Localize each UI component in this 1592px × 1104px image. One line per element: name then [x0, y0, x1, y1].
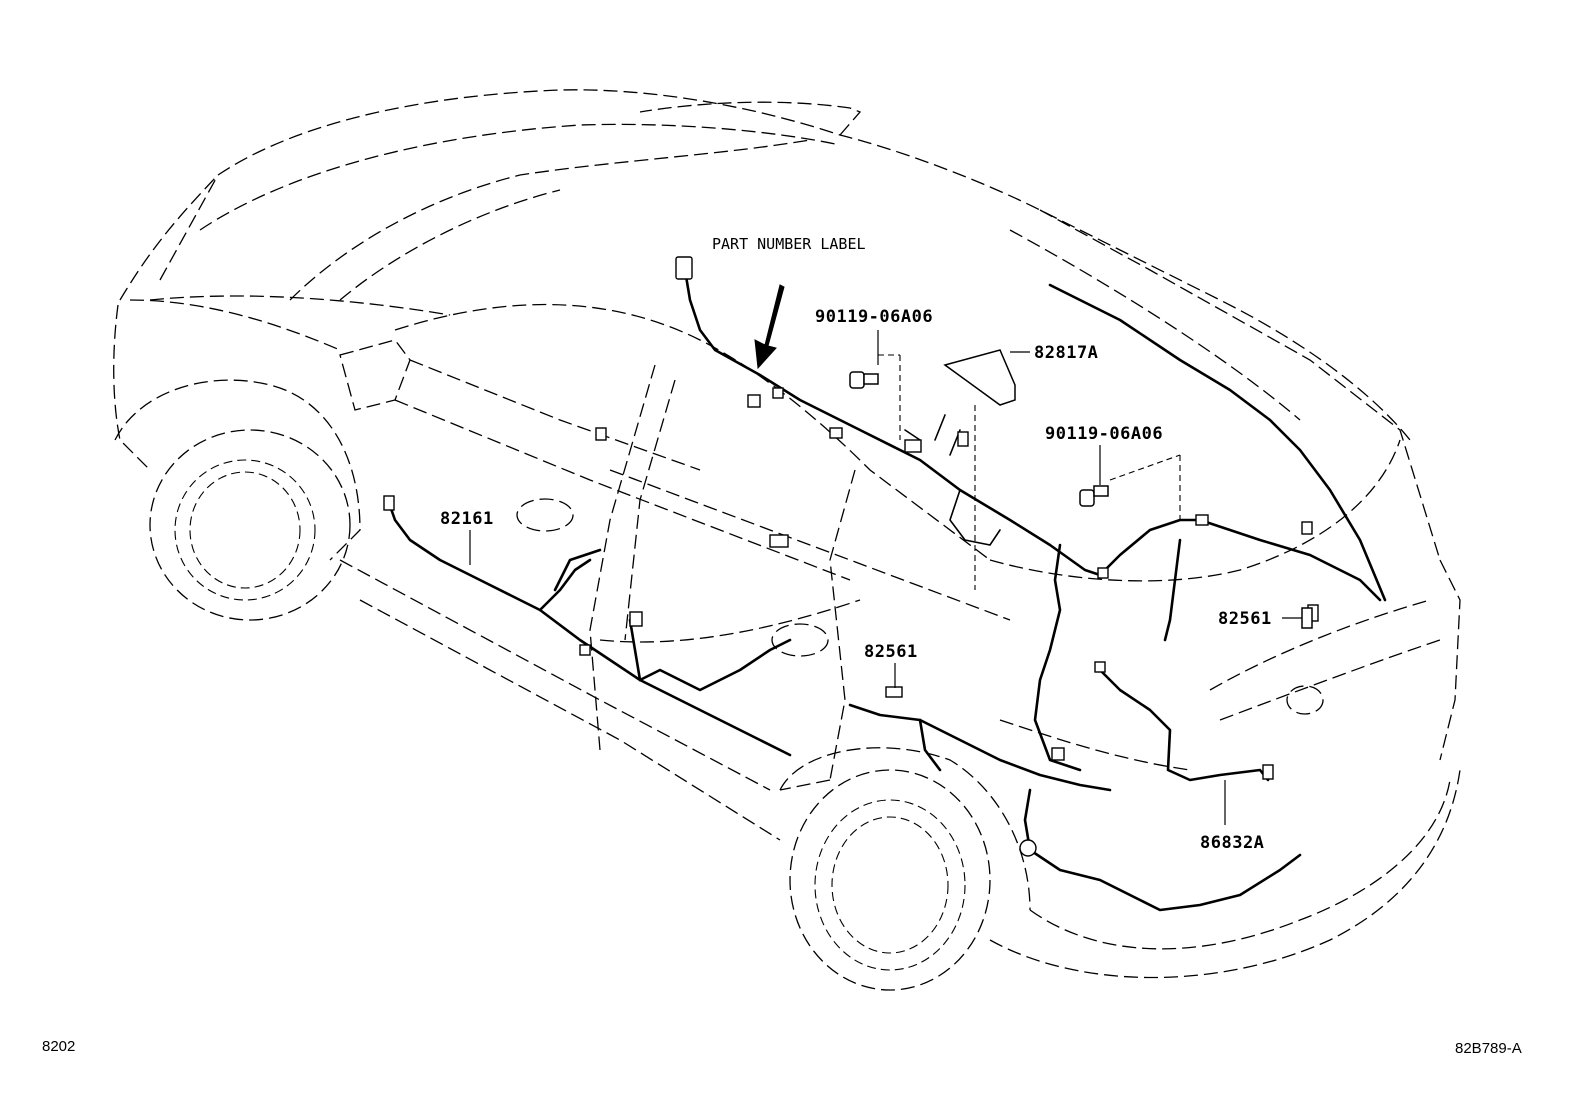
callout-clamp-center: 82561	[864, 642, 918, 662]
cover-82817A	[943, 349, 1016, 406]
callout-leaders	[469, 284, 1302, 825]
callout-part-number-label: PART NUMBER LABEL	[712, 235, 866, 253]
callout-wire-floor: 82161	[440, 509, 494, 529]
part-number-label-arrow	[754, 284, 785, 370]
roof-wire-harness	[675, 256, 1387, 622]
callout-wire-rear: 86832A	[1200, 833, 1264, 853]
callout-bolt-rear: 90119-06A06	[1045, 424, 1163, 444]
vehicle-body-outline	[113, 89, 1461, 991]
clamp-82561-rear	[1301, 607, 1313, 629]
floor-wire-harness	[383, 427, 792, 757]
bolt-upper	[849, 371, 879, 389]
callout-bolt-upper: 90119-06A06	[815, 307, 933, 327]
callout-cover: 82817A	[1034, 343, 1098, 363]
footer-left-code: 8202	[42, 1038, 76, 1055]
bolt-rear	[1079, 485, 1109, 507]
rear-wire-harness	[848, 538, 1302, 912]
footer-right-code: 82B789-A	[1455, 1040, 1522, 1057]
callout-clamp-rear: 82561	[1218, 609, 1272, 629]
